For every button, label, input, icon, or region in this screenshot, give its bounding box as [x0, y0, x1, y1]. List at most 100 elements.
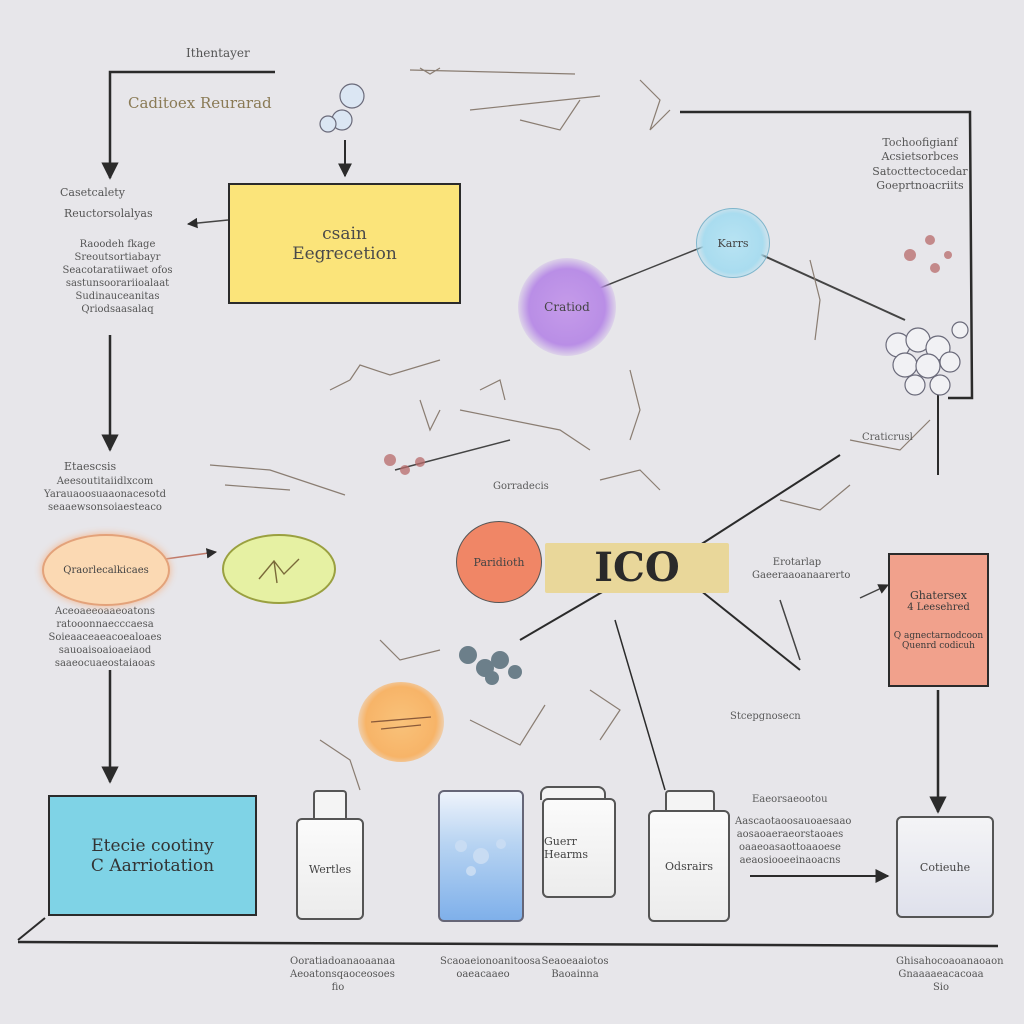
note-line: Aeesoutitaiidlxcom [56, 476, 154, 487]
blue-node-label: Karrs [717, 236, 749, 250]
note-line: oaaeoasaottoaaoese [739, 842, 841, 853]
center-label-stepgrow: Stcepgnosecn [730, 711, 801, 722]
blue-node: Karrs [696, 208, 770, 278]
left-note-top-line: Reuctorsolalyas [64, 207, 153, 220]
caption-line: Ghisahocoaoanaoaon [896, 956, 1004, 967]
bracket-top-right [680, 110, 974, 400]
salmon-line3: Q agnectarnodcoon [893, 631, 984, 641]
bottle-neck [665, 790, 715, 812]
note-line: sauoaisoaioaeiaod [58, 645, 152, 656]
caption-line: fio [331, 982, 345, 993]
purple-node: Cratiod [518, 258, 616, 356]
spoke-mol-mol [394, 439, 511, 471]
caption-line: Ooratiadoanaoaanaa [290, 956, 396, 967]
spoke-ico-bottle [614, 619, 666, 791]
top-header-label: Ithentayer [186, 46, 250, 60]
bottle-4-label: Odsrairs [665, 859, 713, 873]
caption-line: Gnaaaaeacacoaa [898, 969, 984, 980]
purple-node-label: Cratiod [544, 300, 590, 314]
baseline [17, 940, 999, 948]
note-line: Seacotaratiiwaet ofos [62, 265, 173, 276]
note-line: Tochoofigianf [882, 136, 958, 149]
ico-banner: ICO [545, 543, 729, 593]
caption-line: Sio [932, 982, 950, 993]
left-note-middle-title: Etaescsis [64, 460, 117, 473]
caption-3: Seaoeaaiotos Baoainna [540, 955, 610, 981]
note-line: Soieaaceaeacoealoaes [48, 632, 162, 643]
spoke-ico-down [699, 589, 801, 671]
final-container-label: Cotieuhe [919, 860, 971, 874]
spoke-blue-cluster [739, 244, 906, 321]
note-line: Sudinauceanitas [75, 291, 160, 302]
caption-line: Seaoeaaiotos [541, 956, 609, 967]
orange-node-label: Paridioth [473, 555, 525, 569]
note-line: Satocttectocedar [872, 164, 968, 178]
bottle-1: Wertles [296, 818, 364, 920]
bottle-4: Odsrairs [648, 810, 730, 922]
atom-dots-red [384, 235, 952, 475]
final-container: Cotieuhe [896, 816, 994, 918]
oval-left-label: Qraorlecalkicaes [63, 564, 149, 576]
note-line: aosaoaeraeorstaoaes [736, 829, 844, 840]
molecule-cluster [885, 321, 969, 396]
flask-3: Guerr Hearms [542, 798, 616, 898]
bubbles-icon [455, 839, 506, 876]
molecule-icon [258, 558, 300, 584]
caption-line: oaeacaaeo [456, 969, 510, 980]
note-line: Acsietsorbces [881, 150, 959, 164]
arrow-yellow-left [186, 217, 229, 229]
note-line: Yarauaoosuaaonacesotd [44, 489, 166, 500]
bottle-1-label: Wertles [308, 862, 352, 876]
caption-line: Scaoaeionoanitoosa [440, 956, 541, 967]
left-note-top-lines: Raoodeh fkage Sreoutsortiabayr Seacotara… [60, 238, 175, 316]
arrow-top-left-down [101, 70, 275, 180]
note-line: Gaeeraaoanaarerto [752, 570, 851, 581]
bottle-neck [313, 790, 347, 820]
note-line: Aceoaeeoaaeoatons [54, 606, 155, 617]
salmon-info-box: Ghatersex 4 Leesehred Q agnectarnodcoon … [888, 553, 989, 687]
salmon-line2: 4 Leesehred [907, 602, 970, 613]
caption-1: Ooratiadoanaoaanaa Aeoatonsqaoceosoes fi… [290, 955, 396, 994]
atom-dots-grey [459, 646, 522, 685]
note-line: Erotarlap [772, 557, 822, 568]
blue-process-box: Etecie cootiny C Aarriotation [48, 795, 257, 916]
caption-line: Aeoatonsqaoceosoes [290, 969, 395, 980]
note-line: ratooonnaecccaesa [56, 619, 154, 630]
blue-box-line1: Etecie cootiny [91, 835, 214, 856]
molecule-icon [370, 716, 432, 730]
right-mid-label: Craticrusl [862, 432, 913, 443]
yellow-process-box: csain Eegrecetion [228, 183, 461, 304]
note-line: Raoodeh fkage [79, 239, 156, 250]
caption-2: Scaoaeionoanitoosa oaeacaaeo [440, 955, 541, 981]
ico-label: ICO [594, 544, 680, 591]
molecule-sketches [209, 67, 931, 791]
yellow-box-line1: csain [322, 223, 367, 244]
flask-rim [540, 786, 606, 800]
left-note-lower-lines: Aceoaeeoaaeoatons ratooonnaecccaesa Soie… [40, 605, 170, 670]
orange-node: Paridioth [456, 521, 542, 603]
left-note-top-title: Casetcalety [60, 186, 125, 199]
note-line: seaaewsonsoiaesteaco [48, 502, 162, 513]
arrow-oval-oval [157, 548, 218, 561]
note-line: sastunsoorariioalaat [65, 278, 170, 289]
note-line: Goeprtnoacriits [876, 178, 964, 192]
right-lower-title: Eaeorsaeootou [752, 794, 828, 805]
right-note-ico: Erotarlap Gaeeraaoanaarerto [752, 556, 851, 582]
line-salmon-bottom [779, 599, 801, 661]
center-label-gonads: Gorradecis [493, 481, 549, 492]
right-note-lower: Aascaotaoosauoaesaao aosaoaeraeorstaoaes… [735, 815, 852, 867]
flask-3-label: Guerr Hearms [544, 835, 588, 861]
salmon-line1: Ghatersex [910, 589, 967, 602]
note-line: Aascaotaoosauoaesaao [735, 816, 852, 827]
caption-4: Ghisahocoaoanaoaon Gnaaaaeacacoaa Sio [896, 955, 1004, 994]
spoke-ico-up [699, 454, 841, 546]
note-line: aeaosiooeeinaoacns [739, 855, 841, 866]
oval-left-node: Qraorlecalkicaes [42, 534, 170, 606]
oval-green-node [222, 534, 336, 604]
note-line: saaeocuaeostaiaoas [54, 658, 156, 669]
blue-box-line2: C Aarriotation [90, 855, 215, 876]
left-note-middle-lines: Aeesoutitaiidlxcom Yarauaoosuaaonacesotd… [40, 475, 170, 514]
salmon-line4: Quenrd codicuh [902, 641, 975, 651]
